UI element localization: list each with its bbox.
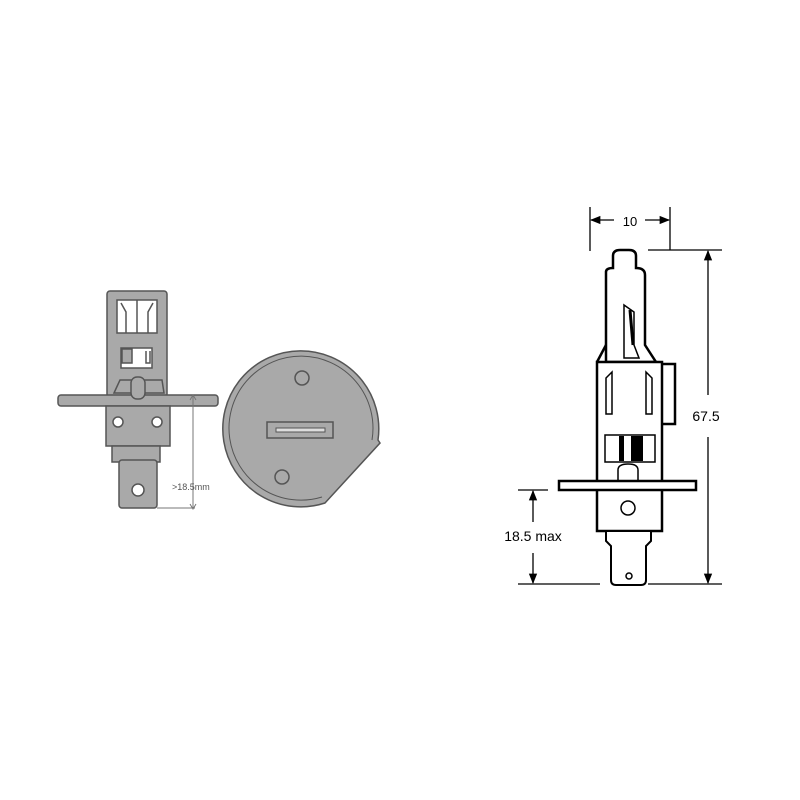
- side-view-dimension-label: >18.5mm: [172, 482, 210, 492]
- flange-right: [557, 479, 698, 492]
- glass-capsule: [604, 248, 659, 364]
- height-label: 67.5: [692, 408, 719, 424]
- mount-hole-top: [294, 370, 310, 386]
- mount-hole-bottom: [274, 469, 290, 485]
- contact-window: [604, 434, 656, 463]
- end-view-base: [222, 350, 381, 508]
- width-label: 10: [623, 214, 637, 229]
- positioning-knob-right: [617, 463, 639, 481]
- terminal-right: [605, 530, 652, 586]
- dimensioned-bulb: [557, 248, 698, 586]
- positioning-knob: [130, 376, 146, 400]
- base-height-label: 18.5 max: [504, 528, 562, 544]
- side-view-dimension: [157, 394, 197, 510]
- dimension-lines: [518, 207, 722, 585]
- side-view-bulb: [57, 290, 219, 509]
